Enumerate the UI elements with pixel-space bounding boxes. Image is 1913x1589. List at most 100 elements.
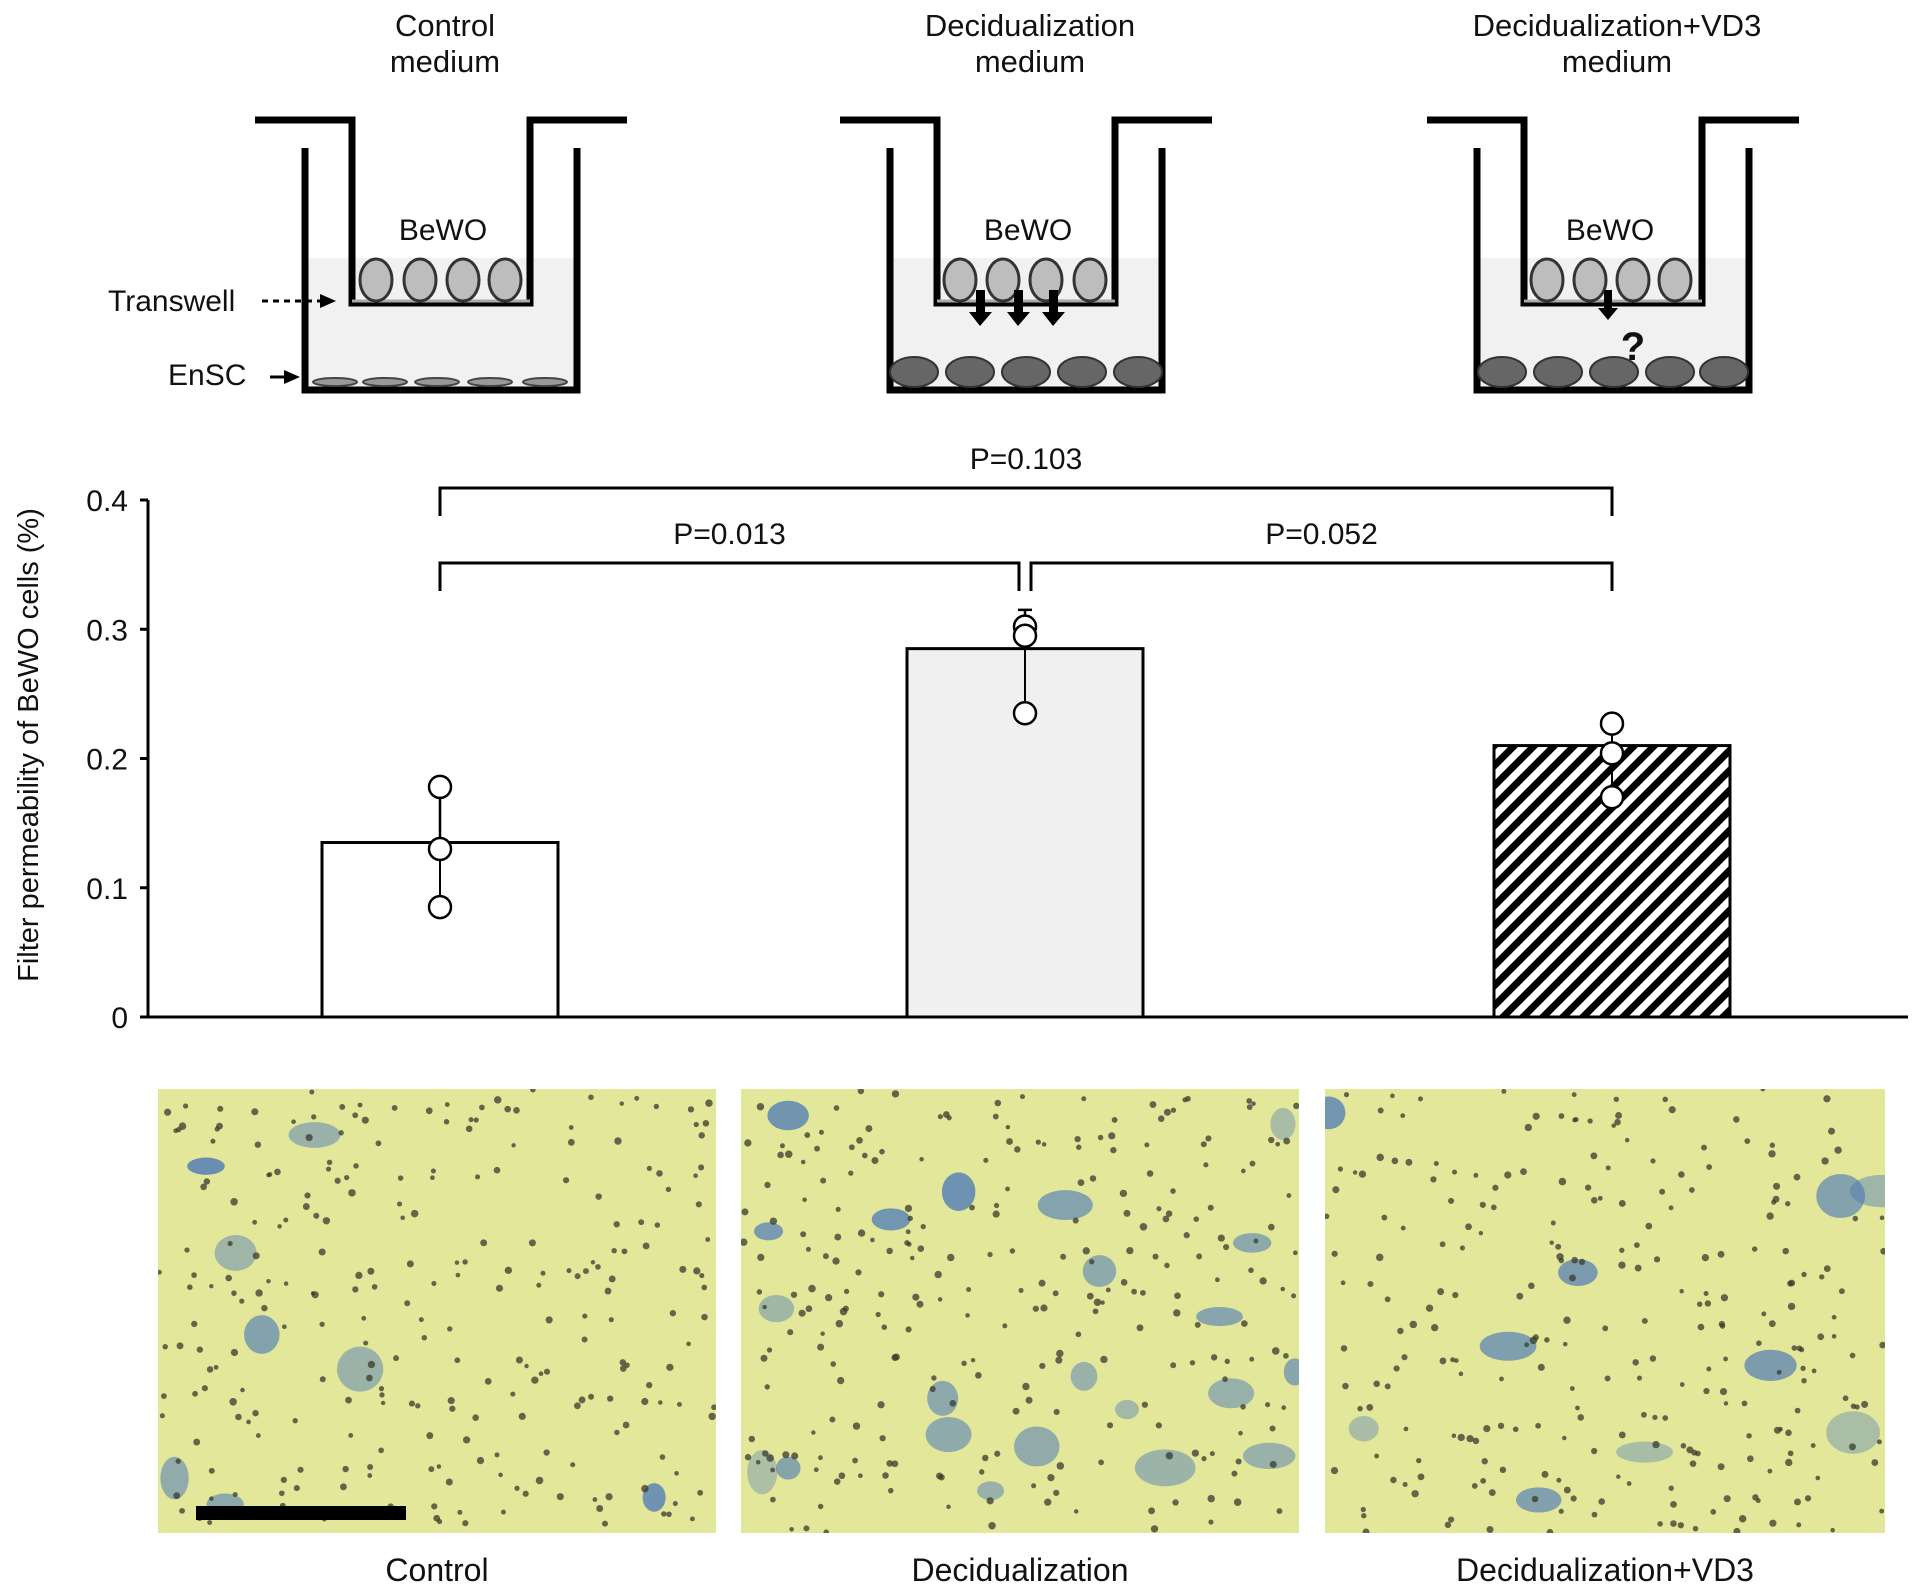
filter-pore <box>239 1298 245 1304</box>
filter-pore <box>567 1138 575 1146</box>
filter-pore <box>993 1202 1000 1209</box>
filter-pore <box>1880 1247 1885 1255</box>
filter-pore <box>839 1307 848 1316</box>
filter-pore <box>1706 1164 1713 1171</box>
filter-pore <box>1733 1527 1741 1533</box>
insert-label-bewo: BeWO <box>399 214 487 247</box>
filter-pore <box>892 1353 900 1361</box>
filter-pore <box>1241 1320 1248 1327</box>
data-point <box>427 774 453 800</box>
filter-pore <box>162 1344 168 1350</box>
schematic-title-vd3-2: medium <box>1562 44 1672 79</box>
filter-pore <box>834 1233 842 1241</box>
filter-pore <box>969 1204 975 1211</box>
filter-pore <box>590 1260 596 1265</box>
filter-pore <box>1417 1096 1423 1102</box>
filter-pore <box>1210 1354 1218 1361</box>
filter-pore <box>498 1472 503 1478</box>
filter-pore <box>687 1106 695 1113</box>
filter-pore <box>947 1253 955 1262</box>
filter-pore <box>455 1272 461 1278</box>
filter-pore <box>658 1400 663 1405</box>
stained-cell <box>1826 1411 1880 1454</box>
filter-pore <box>1769 1519 1777 1527</box>
filter-pore <box>1106 1422 1114 1429</box>
filter-pore <box>1152 1253 1159 1260</box>
filter-pore <box>231 1290 237 1296</box>
filter-pore <box>1401 1354 1408 1361</box>
filter-pore <box>1182 1097 1188 1103</box>
filter-pore <box>861 1152 868 1159</box>
filter-pore <box>462 1436 471 1444</box>
filter-pore <box>325 1166 332 1172</box>
stained-cell <box>1283 1358 1299 1386</box>
filter-pore <box>686 1341 691 1347</box>
well-medium <box>305 258 577 389</box>
filter-pore <box>1170 1107 1177 1113</box>
filter-pore <box>1686 1446 1694 1454</box>
filter-pore <box>504 1266 513 1275</box>
filter-pore <box>173 1492 181 1500</box>
filter-pore <box>302 1203 310 1210</box>
bewo-cells <box>1529 257 1693 303</box>
filter-pore <box>1174 1292 1181 1300</box>
filter-pore <box>1224 1358 1230 1365</box>
filter-pore <box>305 1133 313 1142</box>
filter-pore <box>1723 1356 1728 1362</box>
filter-pore <box>1377 1107 1384 1114</box>
filter-pore <box>1014 1146 1021 1153</box>
filter-pore <box>1590 1197 1598 1204</box>
filter-pore <box>1123 1209 1131 1217</box>
filter-pore <box>1108 1132 1116 1140</box>
filter-pore <box>1373 1380 1380 1388</box>
filter-pore <box>1089 1259 1095 1265</box>
filter-pore <box>582 1268 589 1275</box>
filter-pore <box>916 1300 924 1308</box>
filter-pore <box>614 1137 622 1145</box>
well-outline <box>301 148 581 394</box>
filter-pore <box>856 1136 863 1144</box>
filter-pore <box>378 1386 385 1392</box>
filter-pore <box>1391 1157 1399 1165</box>
filter-pore <box>400 1215 405 1221</box>
filter-pore <box>766 1454 774 1462</box>
filter-pore <box>1074 1135 1081 1143</box>
filter-pore <box>311 1114 317 1120</box>
filter-pore <box>992 1210 1000 1218</box>
filter-pore <box>1330 1466 1339 1475</box>
filter-pore <box>342 1465 349 1473</box>
filter-pore <box>1570 1495 1577 1502</box>
filter-pore <box>1411 1490 1419 1498</box>
filter-pore <box>1604 1375 1611 1382</box>
filter-pore <box>769 1217 778 1225</box>
filter-pore <box>566 1268 572 1274</box>
filter-pore <box>214 1126 220 1132</box>
filter-pore <box>1738 1515 1747 1523</box>
filter-pore <box>877 1401 885 1409</box>
filter-pore <box>656 1170 663 1177</box>
ensc-label: EnSC <box>168 359 246 392</box>
filter-pore <box>1233 1498 1242 1506</box>
scale-bar <box>196 1506 406 1520</box>
filter-pore <box>1072 1217 1079 1224</box>
filter-pore <box>1006 1138 1013 1145</box>
filter-pore <box>1269 1460 1277 1468</box>
filter-pore <box>191 1272 197 1278</box>
filter-pore <box>1136 1324 1144 1332</box>
filter-pore <box>992 1113 999 1120</box>
filter-pore <box>1035 1139 1041 1145</box>
filter-pore <box>495 1284 504 1292</box>
filter-pore <box>672 1501 678 1507</box>
filter-pore <box>1668 1106 1676 1114</box>
filter-pore <box>619 1359 627 1366</box>
filter-pore <box>857 1473 863 1479</box>
filter-pore <box>240 1387 245 1393</box>
filter-pore <box>905 1326 912 1333</box>
filter-pore <box>227 1240 233 1247</box>
filter-pore <box>1828 1127 1836 1135</box>
filter-pore <box>462 1259 468 1265</box>
filter-pore <box>436 1464 442 1469</box>
bracket-1 <box>438 561 1021 591</box>
filter-pore <box>1089 1175 1097 1182</box>
filter-pore <box>1430 1176 1437 1183</box>
